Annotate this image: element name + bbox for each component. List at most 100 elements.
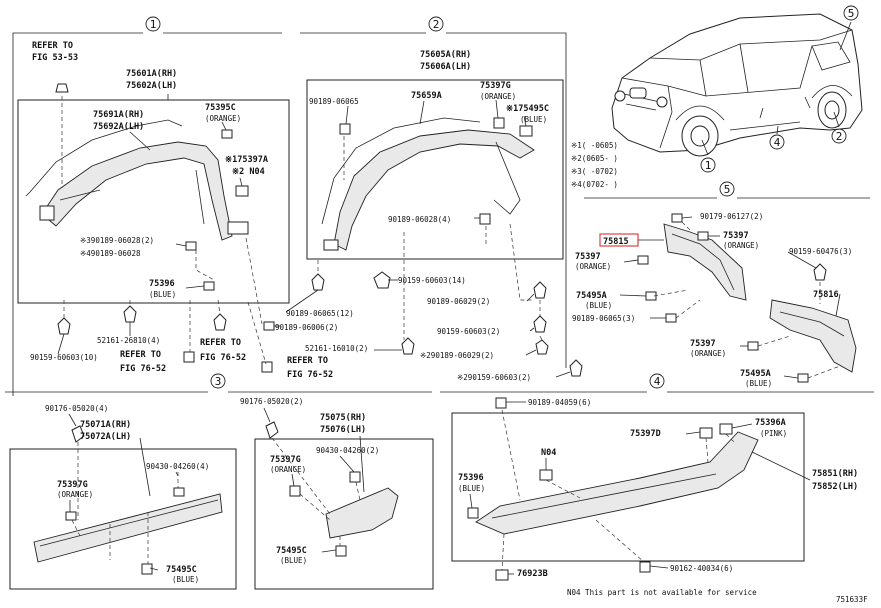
label-p75396-4c: (BLUE) (458, 484, 485, 493)
section-number-text: 1 (705, 159, 712, 172)
label-p75852: 75852(LH) (812, 482, 858, 492)
label-p75816: 75816 (813, 290, 839, 300)
label-p75495c-4: 75495C (276, 546, 307, 556)
label-p75397-5a-c: (ORANGE) (723, 241, 759, 250)
label-refer-53-53-b: FIG 53-53 (32, 53, 78, 63)
label-p75397-5b: 75397 (575, 252, 601, 262)
label-p75397g-4: 75397G (270, 455, 301, 465)
label-notes4: ※4(0702- ) (571, 180, 618, 189)
label-p90162-40034: 90162-40034(6) (670, 564, 733, 573)
side-moulding-75071a (33, 425, 223, 575)
section-number-circle (843, 5, 859, 21)
label-p175397a: ※175397A (225, 155, 268, 165)
label-p90189-06065-12: 90189-06065(12) (286, 309, 354, 318)
label-refer-76-52-b1: REFER TO (200, 338, 241, 348)
label-p75397g-4c: (ORANGE) (270, 465, 306, 474)
label-p90430-4: 90430-04260(4) (146, 462, 209, 471)
side-moulding-75075 (265, 421, 399, 557)
label-p90176-05020-2: 90176-05020(2) (240, 397, 303, 406)
section-3-frame (5, 391, 434, 590)
label-note-n04: N04 This part is not available for servi… (567, 588, 757, 597)
label-p75495a-1c: (BLUE) (585, 301, 612, 310)
label-p75072a: 75072A(LH) (80, 432, 131, 442)
section-number-text: 5 (848, 7, 855, 20)
label-p75397g-3: 75397G (57, 480, 88, 490)
label-pn04b: N04 (541, 448, 556, 458)
label-notes1: ※1( -0605) (571, 141, 618, 150)
label-p90189-06029-2: 90189-06029(2) (427, 297, 490, 306)
label-p75495c-4c: (BLUE) (280, 556, 307, 565)
section-number-circle (649, 373, 665, 389)
label-p75605a: 75605A(RH) (420, 50, 471, 60)
section-number-text: 1 (150, 18, 157, 31)
section-number-text: 2 (433, 18, 440, 31)
label-p75397-5a: 75397 (723, 231, 749, 241)
label-p90159-60603-10: 90159-60603(10) (30, 353, 98, 362)
section-number-text: 3 (215, 375, 222, 388)
fender-flare-rear (321, 117, 535, 251)
section-number-2: 2 (428, 16, 444, 32)
vehicle-illustration (611, 13, 863, 157)
label-p90159-60603-14: 90159-60603(14) (398, 276, 466, 285)
label-p52161-16010: 52161-16010(2) (305, 344, 368, 353)
label-p290189-06029: ※290189-06029(2) (420, 351, 494, 360)
section-number-2: 2 (831, 128, 847, 144)
label-refer-76-52-a2: FIG 76-52 (120, 364, 166, 374)
label-p75397-5c: 75397 (690, 339, 716, 349)
label-p75396a: 75396 (149, 279, 175, 289)
label-refer-76-52-c1: REFER TO (287, 356, 328, 366)
section-number-text: 2 (836, 130, 843, 143)
label-p90176-05020-4: 90176-05020(4) (45, 404, 108, 413)
label-p75815: 75815 (603, 237, 629, 247)
label-p75659a: 75659A (411, 91, 442, 101)
label-p90159-60603-2: 90159-60603(2) (437, 327, 500, 336)
label-notes3: ※3( -0702) (571, 167, 618, 176)
section-number-circle (428, 16, 444, 32)
label-p75396-4: 75396 (458, 473, 484, 483)
leader-lines (57, 94, 841, 575)
label-p75397-5b-c: (ORANGE) (575, 262, 611, 271)
label-p90189-04059: 90189-04059(6) (528, 398, 591, 407)
label-p75691a: 75691A(RH) (93, 110, 144, 120)
label-p75075: 75075(RH) (320, 413, 366, 423)
rocker-panel-75851 (467, 397, 759, 581)
section-number-1: 1 (145, 16, 161, 32)
section-number-circle (769, 134, 785, 150)
label-p75071a: 75071A(RH) (80, 420, 131, 430)
section-number-text: 4 (654, 375, 661, 388)
label-p75396a-c: (BLUE) (149, 290, 176, 299)
label-p75076: 75076(LH) (320, 425, 366, 435)
label-p90189-06028-4: 90189-06028(4) (388, 215, 451, 224)
label-p290159-60603: ※290159-60603(2) (457, 373, 531, 382)
label-p490189: ※490189-06028 (80, 249, 141, 258)
label-p75397d: 75397D (630, 429, 661, 439)
section-2-frame (300, 32, 567, 368)
section2-fasteners (311, 117, 583, 377)
label-refer-76-52-c2: FIG 76-52 (287, 370, 333, 380)
label-p75495c-3c: (BLUE) (172, 575, 199, 584)
section-number-circle (145, 16, 161, 32)
section-number-circle (719, 181, 735, 197)
label-p90159-60476: 90159-60476(3) (789, 247, 852, 256)
label-p90189-06065: 90189-06065 (309, 97, 359, 106)
section-number-circle (210, 373, 226, 389)
label-p75395c-c: (ORANGE) (205, 114, 241, 123)
label-p75396a-4c: (PINK) (760, 429, 787, 438)
section-number-1: 1 (700, 157, 716, 173)
label-p75851: 75851(RH) (812, 469, 858, 479)
label-p75495c-3: 75495C (166, 565, 197, 575)
section-number-4: 4 (769, 134, 785, 150)
mudguard-panel-75816 (769, 299, 857, 373)
section-number-circle (700, 157, 716, 173)
section-number-text: 5 (724, 183, 731, 196)
mudguard-bracket-75815 (599, 223, 747, 301)
label-p75602a: 75602A(LH) (126, 81, 177, 91)
label-p75495a-2c: (BLUE) (745, 379, 772, 388)
label-figcode: 751633F (836, 595, 868, 604)
label-p75395c: 75395C (205, 103, 236, 113)
section-number-4: 4 (649, 373, 665, 389)
label-p75495a-2: 75495A (740, 369, 771, 379)
label-refer-53-53-a: REFER TO (32, 41, 73, 51)
label-p75692a: 75692A(LH) (93, 122, 144, 132)
label-p75397-5c-c: (ORANGE) (690, 349, 726, 358)
